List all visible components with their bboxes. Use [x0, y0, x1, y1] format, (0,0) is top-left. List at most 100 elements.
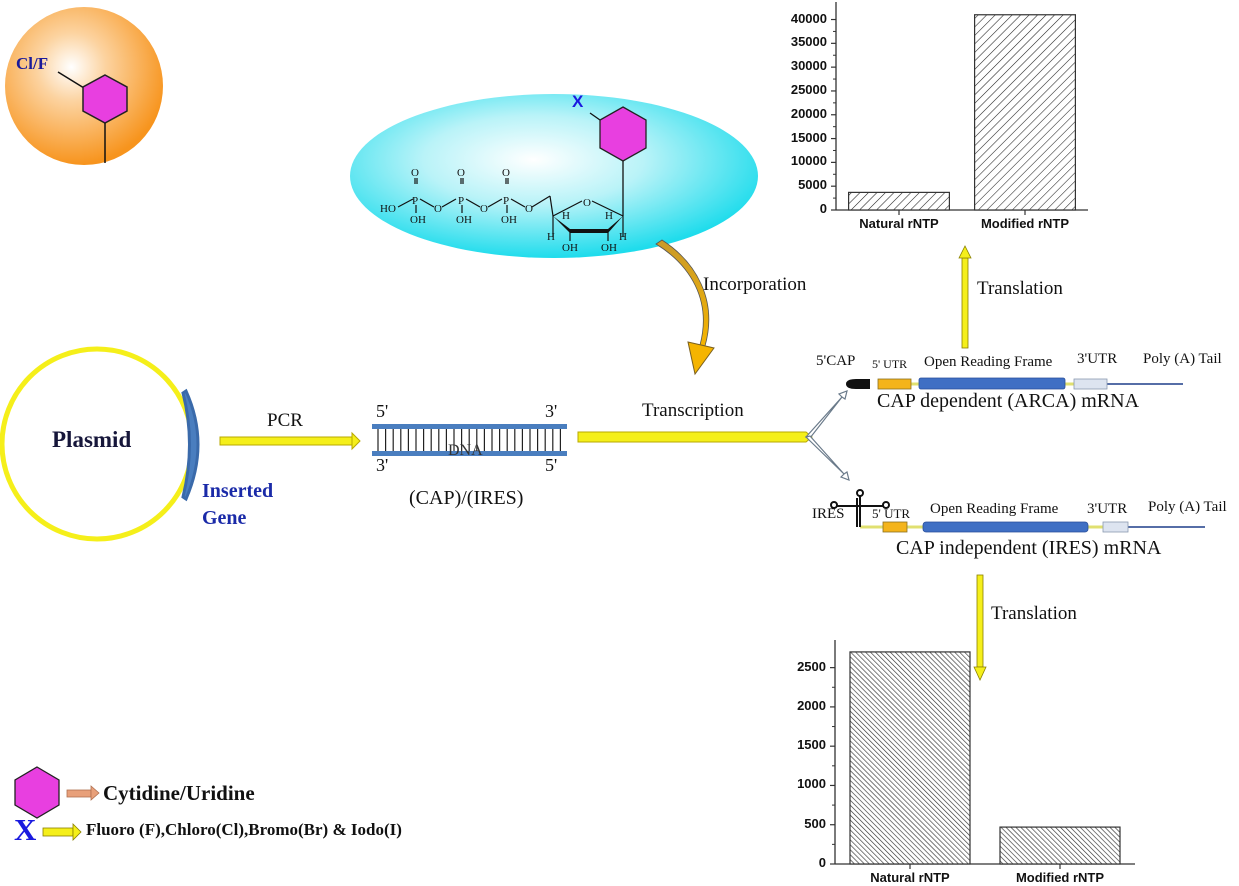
y-tick-label: 5000 — [798, 177, 827, 193]
cap-icon — [846, 379, 870, 389]
atom-o: O — [583, 197, 591, 209]
phosphate-chain — [397, 178, 624, 241]
cap-mrna-title: CAP dependent (ARCA) mRNA — [877, 390, 1140, 412]
orf-block — [918, 377, 1066, 390]
legend-x-symbol: X — [14, 812, 37, 847]
y-tick-label: 40000 — [790, 10, 827, 26]
bar-modified-rntp — [999, 826, 1121, 865]
atom-o: O — [502, 167, 510, 179]
atom-ho: HO — [380, 203, 396, 215]
y-tick-label: 2500 — [797, 658, 826, 674]
chart-cap-dependent — [831, 2, 1088, 215]
incorporation-arrow — [655, 239, 715, 376]
atom-h: H — [562, 210, 570, 222]
atom-o: O — [434, 203, 442, 215]
utr3-block — [1102, 521, 1129, 533]
dna-ladder — [372, 424, 567, 456]
bond-line — [589, 112, 601, 121]
cap-label: 5'CAP — [816, 353, 856, 369]
hexagon-icon — [14, 766, 60, 819]
utr3-block — [1073, 378, 1108, 390]
x-category-label: Natural rNTP — [859, 216, 939, 231]
atom-h: H — [619, 231, 627, 243]
y-tick-label: 500 — [804, 815, 826, 831]
y-tick-label: 0 — [818, 855, 826, 870]
ires-mrna-title: CAP independent (IRES) mRNA — [896, 537, 1162, 559]
atom-oh: OH — [410, 214, 426, 226]
atom-oh: OH — [456, 214, 472, 226]
cyan-ellipse — [350, 94, 758, 258]
atom-p: P — [412, 195, 418, 207]
bar-natural-rntp — [849, 651, 971, 865]
x-category-label: Modified rNTP — [980, 216, 1070, 231]
dna-5prime-bottom: 5' — [545, 455, 558, 475]
translation-label-bottom: Translation — [991, 603, 1077, 624]
pcr-label: PCR — [267, 410, 303, 431]
utr5-label: 5' UTR — [872, 506, 911, 521]
atom-h: H — [605, 210, 613, 222]
translation-arrow-up — [958, 245, 972, 349]
plasmid-diagram — [0, 346, 200, 542]
substituent-label-x: X — [572, 92, 584, 111]
utr5-block — [877, 378, 912, 390]
atom-oh: OH — [601, 242, 617, 254]
ires-label: IRES — [812, 506, 845, 522]
plasmid-label: Plasmid — [52, 427, 132, 452]
split-arrow-down — [804, 435, 850, 481]
incorporation-label: Incorporation — [703, 274, 807, 295]
atom-oh: OH — [562, 242, 578, 254]
dna-3prime-bottom: 3' — [376, 455, 389, 475]
bar-modified-rntp — [973, 14, 1076, 211]
x-category-label: Natural rNTP — [870, 870, 950, 885]
legend-arrow-orange — [66, 785, 100, 801]
atom-p: P — [503, 195, 509, 207]
y-tick-label: 20000 — [790, 105, 827, 121]
dna-label: DNA — [448, 442, 483, 459]
polya-tail-label: Poly (A) Tail — [1148, 499, 1227, 515]
legend-arrow-yellow — [42, 823, 82, 841]
atom-o: O — [457, 167, 465, 179]
utr5-label: 5' UTR — [872, 357, 908, 371]
utr3-label: 3'UTR — [1087, 501, 1128, 517]
orf-label: Open Reading Frame — [924, 354, 1053, 370]
legend-hexagon-label: Cytidine/Uridine — [103, 781, 255, 805]
legend — [14, 766, 100, 841]
legend-x-label: Fluoro (F),Chloro(Cl),Bromo(Br) & Iodo(I… — [86, 820, 402, 839]
y-tick-label: 10000 — [790, 153, 827, 169]
dna-5prime-top: 5' — [376, 401, 389, 421]
utr5-block — [882, 521, 908, 533]
y-tick-label: 0 — [819, 201, 827, 216]
atom-o: O — [411, 167, 419, 179]
polya-tail-label: Poly (A) Tail — [1143, 351, 1222, 367]
dna-caption: (CAP)/(IRES) — [409, 487, 524, 509]
ribose-ring-bold-edge — [553, 216, 623, 233]
halogenated-base-sphere — [5, 7, 163, 165]
utr3-label: 3'UTR — [1077, 351, 1118, 367]
atom-h: H — [547, 231, 555, 243]
y-tick-label: 2000 — [797, 697, 826, 713]
inserted-gene-line1: Inserted — [202, 480, 274, 502]
dna-3prime-top: 3' — [545, 401, 558, 421]
bar-natural-rntp — [847, 191, 950, 211]
modified-nucleotide: O O O P P P HO O O O O OH OH OH H H H H … — [350, 94, 758, 258]
x-category-label: Modified rNTP — [1015, 870, 1105, 885]
transcription-label: Transcription — [642, 400, 744, 421]
cap-independent-mrna — [830, 489, 1205, 533]
orf-label: Open Reading Frame — [930, 501, 1059, 517]
inserted-gene-label: Inserted Gene — [202, 478, 273, 532]
orf-block — [922, 521, 1089, 533]
y-tick-label: 1500 — [797, 737, 826, 753]
inserted-gene-segment — [181, 388, 200, 502]
chart-cap-independent — [830, 640, 1135, 869]
bond-line — [57, 71, 85, 89]
translation-label-top: Translation — [977, 278, 1063, 299]
atom-oh: OH — [501, 214, 517, 226]
split-arrow-up — [804, 390, 848, 439]
y-tick-label: 15000 — [790, 129, 827, 145]
substituent-label-clf: Cl/F — [16, 54, 49, 73]
ires-structure-icon — [830, 489, 890, 527]
atom-o: O — [480, 203, 488, 215]
transcription-arrow — [577, 431, 813, 443]
y-tick-label: 30000 — [790, 58, 827, 74]
